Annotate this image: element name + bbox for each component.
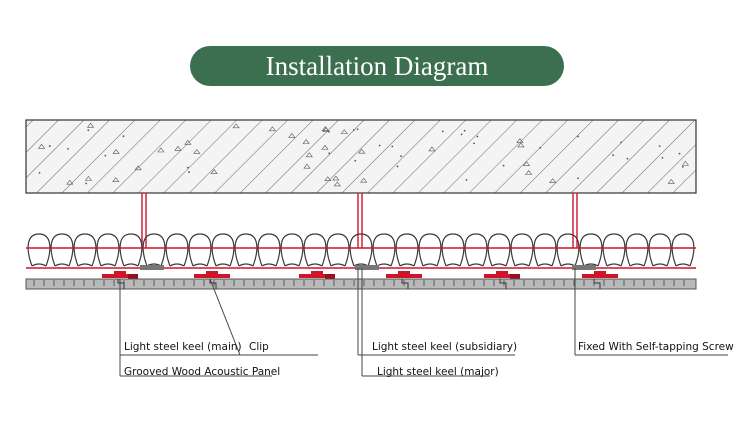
page-title: Installation Diagram	[265, 50, 489, 81]
grooved-wood-panel	[25, 278, 697, 290]
concrete-aggregate	[37, 122, 690, 187]
label-clip: Clip	[249, 341, 269, 353]
label-main-keel: Light steel keel (main)	[124, 341, 242, 353]
acoustic-insulation	[27, 233, 695, 267]
label-major-keel: Light steel keel (major)	[377, 366, 499, 378]
subsidiary-keel	[26, 265, 696, 270]
label-self-tapping-screw: Fixed With Self-tapping Screw	[578, 341, 734, 353]
clips	[102, 271, 618, 279]
title-banner: Installation Diagram	[190, 46, 564, 86]
concrete-slab	[25, 119, 697, 194]
label-grooved-wood-panel: Grooved Wood Acoustic Panel	[124, 366, 281, 378]
hanger-rods	[141, 193, 578, 248]
label-subsidiary-keel: Light steel keel (subsidiary)	[372, 341, 518, 353]
leader-lines	[119, 268, 728, 377]
